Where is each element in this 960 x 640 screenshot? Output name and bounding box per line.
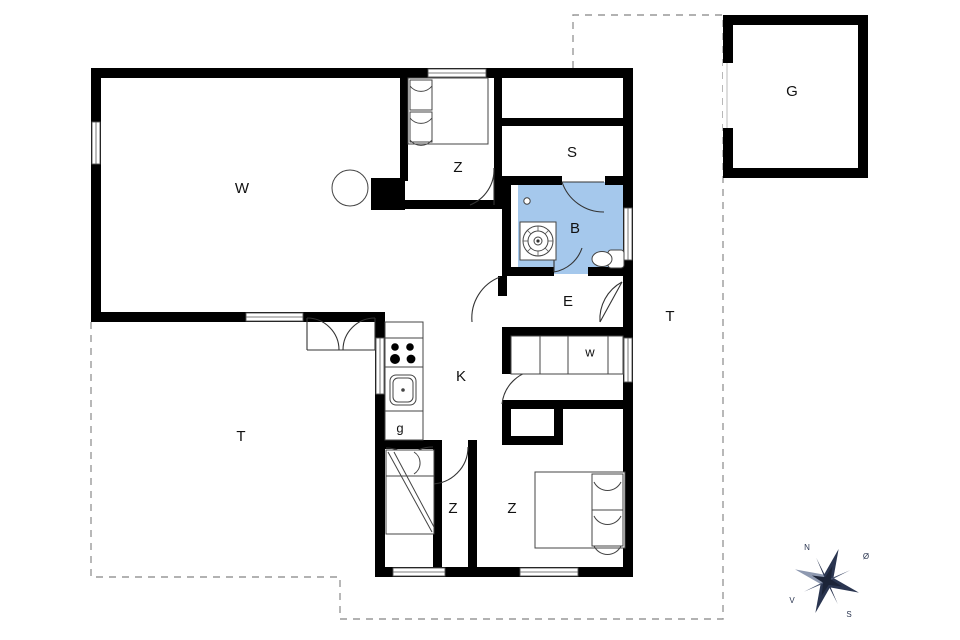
room-label-storage-s: S (567, 144, 577, 161)
bed-north (407, 77, 489, 146)
toilet (591, 249, 625, 269)
room-label-terrace-west: T (236, 428, 245, 445)
room-label-bedroom-sw: Z (448, 500, 457, 517)
windows (91, 68, 633, 577)
shower-tray (519, 221, 557, 261)
bed-bunk (385, 449, 435, 535)
room-label-living: W (235, 180, 250, 197)
compass-rose: N Ø S V (789, 543, 869, 619)
room-label-entry: E (563, 293, 573, 310)
kitchen-counter (384, 321, 424, 441)
washer-row (510, 335, 624, 375)
compass-label-n: N (804, 543, 810, 552)
terrace-dashed-path (90, 14, 724, 620)
bed-south (534, 471, 626, 555)
garage-structure (723, 15, 868, 178)
compass-label-e: Ø (863, 552, 869, 561)
room-label-kitchen: K (456, 368, 466, 385)
room-label-bathroom: B (570, 220, 580, 237)
fixtures (331, 77, 626, 555)
terrace-boundaries (90, 14, 724, 620)
room-label-washer: w (584, 344, 595, 359)
room-label-terrace-east: T (665, 308, 674, 325)
room-label-utility-g: g (396, 420, 403, 435)
bathroom-drain-icon (523, 197, 531, 205)
room-label-bedroom-s: Z (507, 500, 516, 517)
fireplace-icon (331, 169, 369, 207)
compass-label-w: V (789, 596, 795, 605)
room-label-bedroom-north: Z (453, 159, 462, 176)
room-labels: W Z S B E K g w Z Z G T T (235, 83, 798, 517)
interior-walls (371, 68, 633, 577)
room-label-garage: G (786, 83, 798, 100)
compass-label-s: S (846, 610, 851, 619)
